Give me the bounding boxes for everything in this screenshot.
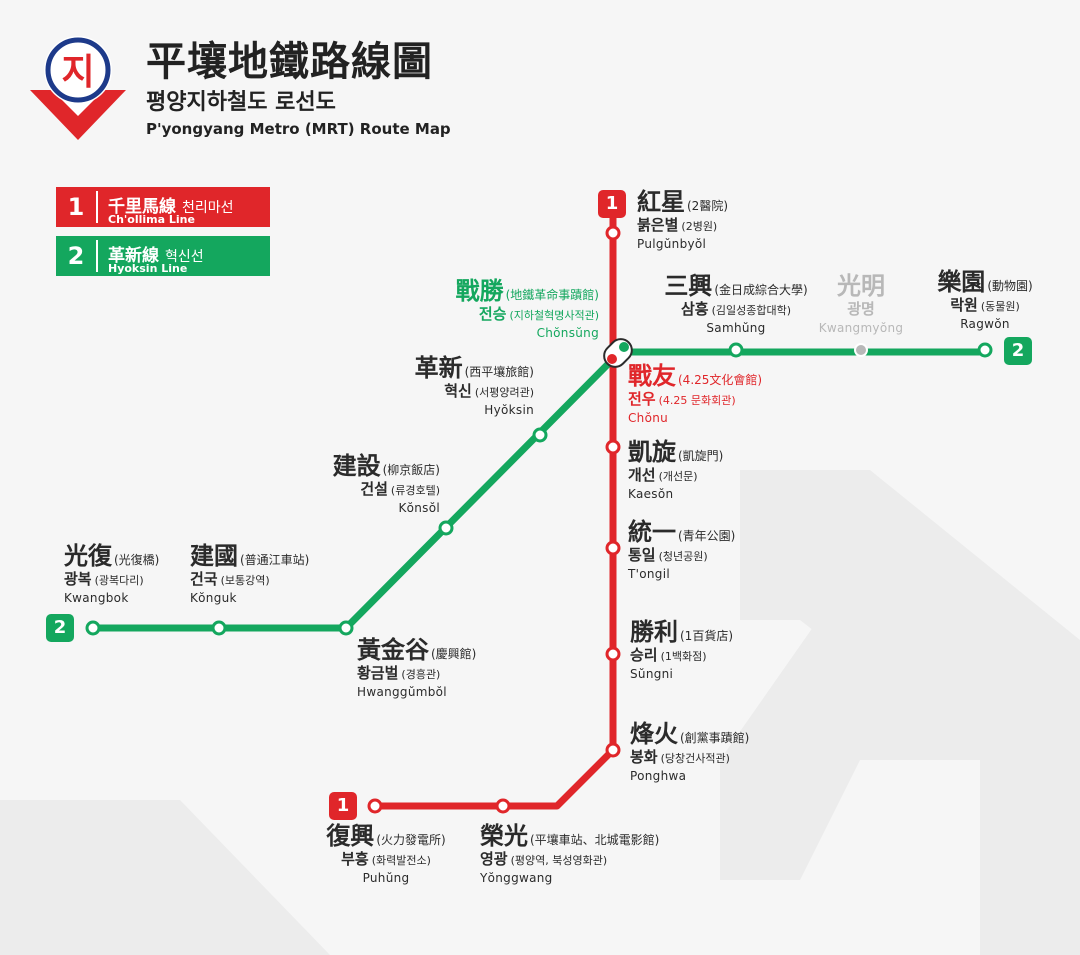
legend-line-1-number: 1 <box>67 193 85 221</box>
station-dot-hongsong[interactable] <box>605 225 621 241</box>
station-label-samhung[interactable]: 三興(金日成綜合大學) 삼흥(김일성종합대학) Samhŭng <box>664 272 808 335</box>
station-dot-ragwon[interactable] <box>977 342 993 358</box>
station-dot-ponghwa[interactable] <box>605 742 621 758</box>
station-label-chonsung[interactable]: 戰勝(地鐵革命事蹟館) 전승(지하철혁명사적관) Chŏnsŭng <box>455 277 599 340</box>
station-label-ragwon[interactable]: 樂園(動物園) 락원(동물원) Ragwŏn <box>937 268 1033 331</box>
line-1-badge-west: 1 <box>329 792 357 820</box>
background-decoration <box>0 470 1080 955</box>
station-dot-konguk[interactable] <box>211 620 227 636</box>
station-label-konsol[interactable]: 建設(柳京飯店) 건설(류경호텔) Kŏnsŏl <box>332 452 440 515</box>
station-label-tongil[interactable]: 統一(青年公園) 통일(청년공원) T'ongil <box>628 518 736 581</box>
station-label-sungni[interactable]: 勝利(1百貨店) 승리(1백화점) Sŭngni <box>630 618 733 681</box>
station-label-konguk[interactable]: 建國(普通江車站) 건국(보통강역) Kŏnguk <box>190 542 310 605</box>
station-label-hyoksin[interactable]: 革新(西平壤旅館) 혁신(서평양려관) Hyŏksin <box>414 354 534 417</box>
title-english: P'yongyang Metro (MRT) Route Map <box>146 120 451 138</box>
station-label-kwangmyong[interactable]: 光明 광명 Kwangmyŏng <box>818 272 904 335</box>
station-label-ponghwa[interactable]: 烽火(創黨事蹟館) 봉화(당창건사적관) Ponghwa <box>630 720 750 783</box>
station-dot-hyoksin[interactable] <box>532 427 548 443</box>
station-dot-puhung[interactable] <box>367 798 383 814</box>
legend-line-2-roman: Hyoksin Line <box>108 262 188 275</box>
station-dot-samhung[interactable] <box>728 342 744 358</box>
station-dot-kwangbok[interactable] <box>85 620 101 636</box>
interchange-chonsung-chonu[interactable] <box>600 335 637 372</box>
line-2-badge-east: 2 <box>1004 337 1032 365</box>
station-dot-konsol[interactable] <box>438 520 454 536</box>
station-label-puhung[interactable]: 復興(火力發電所) 부흥(화력발전소) Puhŭng <box>326 822 446 885</box>
legend-line-2-number: 2 <box>67 242 85 270</box>
svg-text:지: 지 <box>61 52 94 93</box>
station-label-kwangbok[interactable]: 光復(光復橋) 광복(광복다리) Kwangbok <box>64 542 160 605</box>
legend-divider <box>96 191 98 223</box>
station-dot-kwangmyong[interactable] <box>854 343 868 357</box>
legend-divider <box>96 240 98 272</box>
station-dot-kaeson[interactable] <box>605 439 621 455</box>
title-korean: 평양지하철도 로선도 <box>146 90 336 115</box>
station-label-hwanggumbol[interactable]: 黃金谷(慶興館) 황금벌(경흥관) Hwanggŭmbŏl <box>357 636 477 699</box>
station-label-yonggwang[interactable]: 榮光(平壤車站、北城電影館) 영광(평양역, 북성영화관) Yŏnggwang <box>480 822 660 885</box>
map-title: 平壤地鐵路線圖 평양지하철도 로선도 P'yongyang Metro (MRT… <box>146 42 451 137</box>
station-label-chonu[interactable]: 戰友(4.25文化會館) 전우(4.25 문화회관) Chŏnu <box>628 362 763 425</box>
station-label-hongsong[interactable]: 紅星(2醫院) 붉은별(2병원) Pulgŭnbyŏl <box>637 188 728 251</box>
line-1-track <box>375 205 617 810</box>
title-hanja: 平壤地鐵路線圖 <box>146 39 433 85</box>
legend-line-1-roman: Ch'ollima Line <box>108 213 195 226</box>
station-dot-tongil[interactable] <box>605 540 621 556</box>
line-2-badge-west: 2 <box>46 614 74 642</box>
station-dot-yonggwang[interactable] <box>495 798 511 814</box>
line-1-badge-north: 1 <box>598 190 626 218</box>
station-label-kaeson[interactable]: 凱旋(凱旋門) 개선(개선문) Kaesŏn <box>628 438 724 501</box>
metro-logo: 지 <box>30 36 126 140</box>
station-dot-sungni[interactable] <box>605 646 621 662</box>
station-dot-hwanggumbol[interactable] <box>338 620 354 636</box>
